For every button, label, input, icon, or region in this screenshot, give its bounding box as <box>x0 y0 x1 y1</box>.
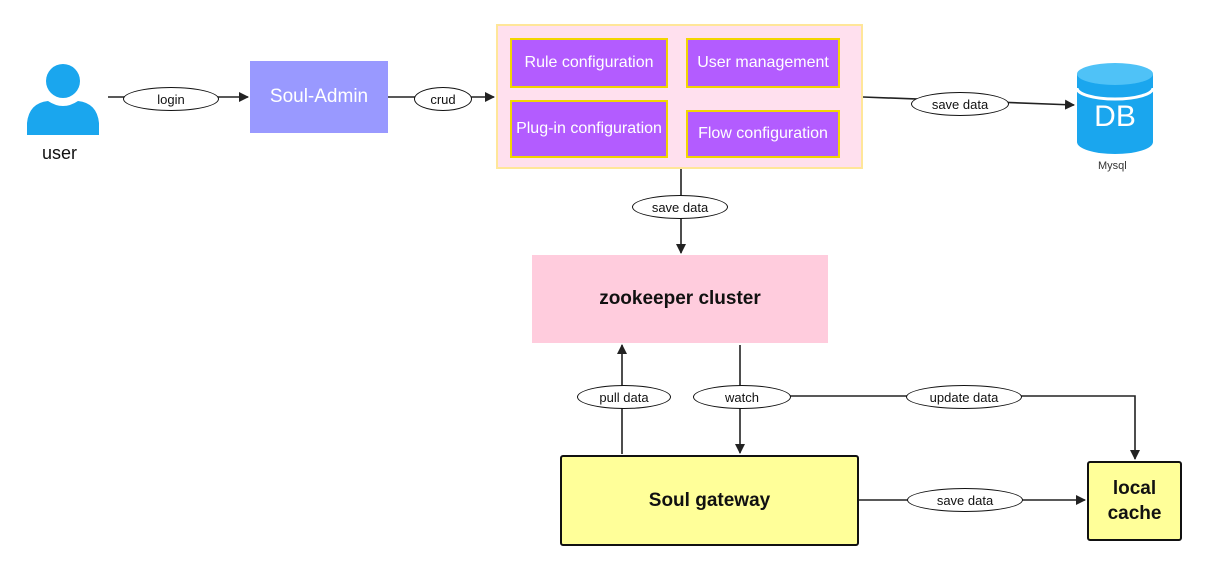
zookeeper-cluster-box[interactable]: zookeeper cluster <box>532 255 828 343</box>
module-flow-configuration[interactable]: Flow configuration <box>686 110 840 158</box>
local-cache-box[interactable]: local cache <box>1087 461 1182 541</box>
module-rule-configuration[interactable]: Rule configuration <box>510 38 668 88</box>
edge-label-update-data: update data <box>906 385 1022 409</box>
database-icon: DB <box>1076 63 1154 154</box>
edge-label-crud: crud <box>414 87 472 111</box>
edge-label-save-data-cache: save data <box>907 488 1023 512</box>
soul-gateway-box[interactable]: Soul gateway <box>560 455 859 546</box>
module-plugin-configuration[interactable]: Plug-in configuration <box>510 100 668 158</box>
soul-admin-box[interactable]: Soul-Admin <box>250 61 388 133</box>
user-label: user <box>42 143 78 163</box>
module-user-management[interactable]: User management <box>686 38 840 88</box>
edge-update-line <box>790 395 1140 460</box>
admin-modules-panel: Rule configuration User management Plug-… <box>496 24 863 169</box>
db-label: Mysql <box>1098 160 1127 172</box>
db-icon-text: DB <box>1094 100 1136 133</box>
edge-label-pull-data: pull data <box>577 385 671 409</box>
edge-label-save-data-mysql: save data <box>911 92 1009 116</box>
user-icon <box>27 64 99 135</box>
edge-label-watch: watch <box>693 385 791 409</box>
edge-label-login: login <box>123 87 219 111</box>
edge-label-save-data-zookeeper: save data <box>632 195 728 219</box>
